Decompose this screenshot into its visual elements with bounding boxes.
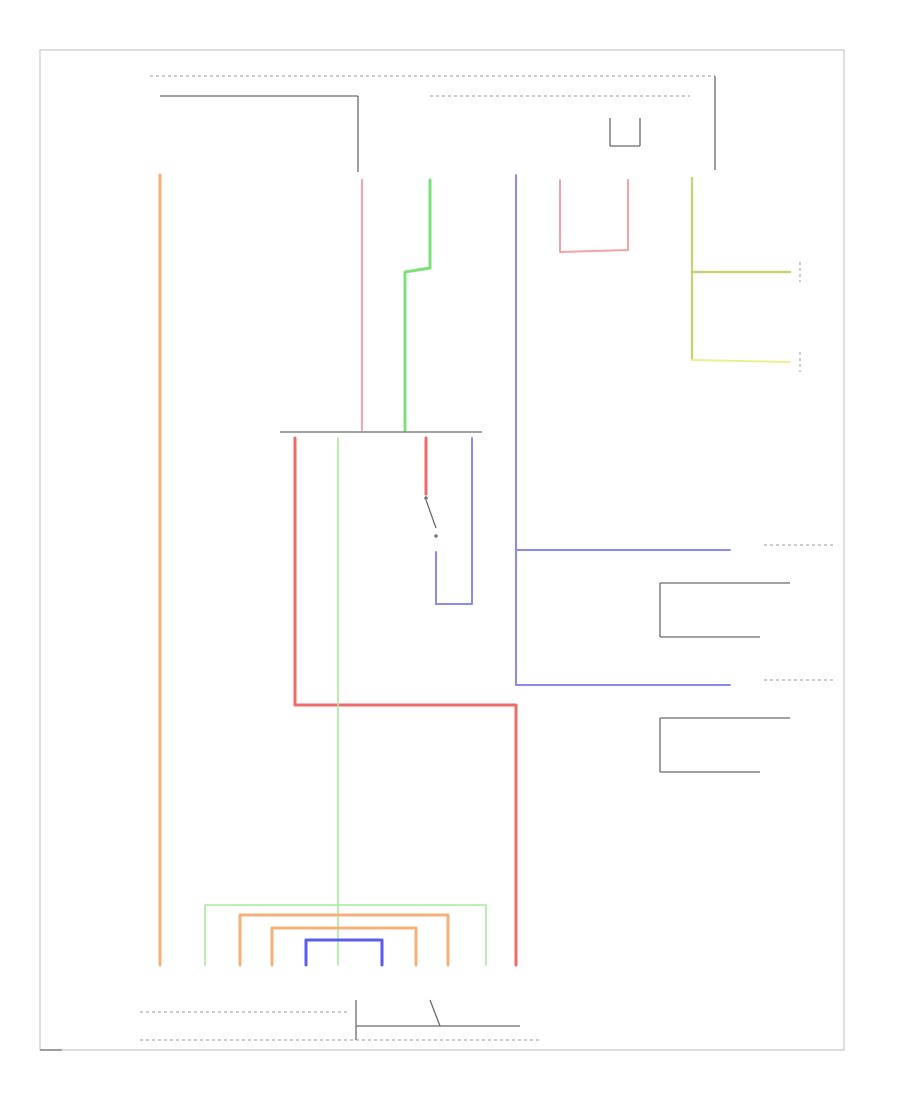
bottom-connectors	[140, 999, 540, 1041]
wire-red-main	[293, 436, 518, 967]
diagram-frame	[39, 49, 845, 1051]
wire-blue-main	[515, 174, 731, 686]
lamp-circuit-right-lower	[659, 679, 834, 773]
wire-red-loop	[559, 179, 629, 253]
wire-blue-switch-loop	[435, 437, 473, 605]
backup-switch	[424, 496, 438, 538]
power-bus	[150, 75, 716, 172]
wire-light-green-outer	[204, 904, 487, 966]
wire-orange-outer	[238, 913, 450, 967]
wire-orange-inner	[270, 926, 418, 967]
wire-green-upper	[403, 178, 432, 432]
wire-yellow-branch-2	[691, 359, 791, 363]
wire-blue-inner	[304, 938, 384, 967]
lamp-circuit-right-upper	[659, 544, 834, 638]
